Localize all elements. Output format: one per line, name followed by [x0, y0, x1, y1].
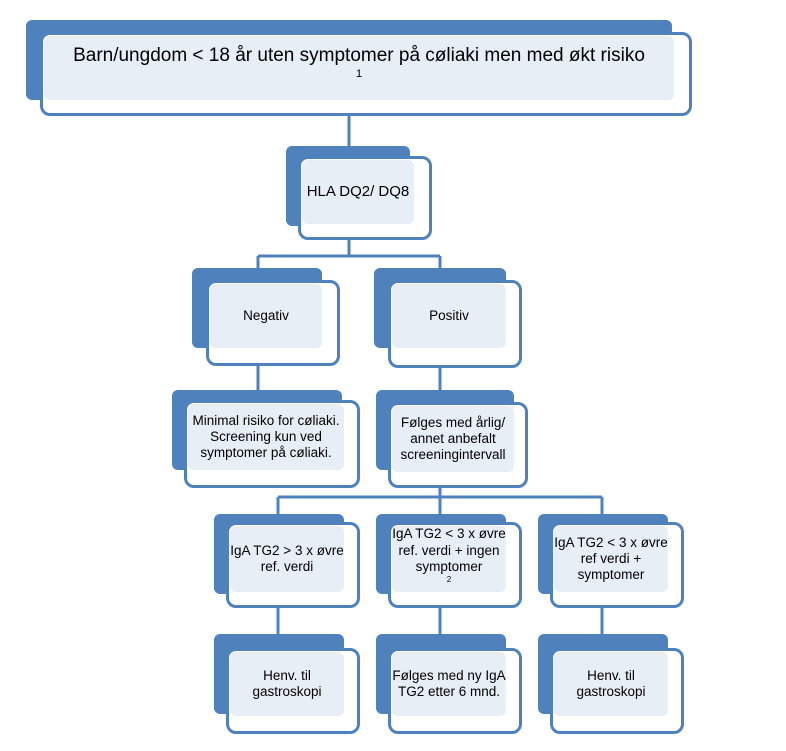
- positive-label: Positiv: [392, 284, 506, 348]
- referral-left-text: Henv. til gastroskopi: [252, 667, 322, 699]
- minimal-risk-label: Minimal risiko for cøliaki. Screening ku…: [188, 404, 344, 470]
- low-tg2-footnote: 2: [446, 574, 452, 584]
- referral-right-text: Henv. til gastroskopi: [576, 667, 646, 699]
- hla-text: HLA DQ2/ DQ8: [306, 183, 410, 200]
- follow-6mnd-label: Følges med ny IgA TG2 etter 6 mnd.: [392, 652, 506, 716]
- root-label: Barn/ungdom < 18 år uten symptomer på cø…: [44, 36, 674, 100]
- low-tg2-symptoms-text: IgA TG2 < 3 x øvre ref verdi + symptomer: [554, 534, 668, 583]
- referral-left-label: Henv. til gastroskopi: [230, 652, 344, 716]
- negative-text: Negativ: [243, 307, 289, 323]
- hla-label: HLA DQ2/ DQ8: [302, 160, 414, 224]
- follow-6mnd-text: Følges med ny IgA TG2 etter 6 mnd.: [392, 667, 506, 699]
- root-text: Barn/ungdom < 18 år uten symptomer på cø…: [73, 45, 645, 67]
- low-tg2-no-symptoms-label: IgA TG2 < 3 x øvre ref. verdi + ingen sy…: [392, 526, 506, 592]
- low-tg2-symptoms-label: IgA TG2 < 3 x øvre ref verdi + symptomer: [554, 526, 668, 592]
- minimal-risk-text: Minimal risiko for cøliaki. Screening ku…: [192, 412, 340, 461]
- follow-up-text: Følges med årlig/ annet anbefalt screeni…: [400, 414, 506, 463]
- root-footnote: 1: [355, 67, 363, 80]
- high-tg2-label: IgA TG2 > 3 x øvre ref. verdi: [230, 526, 344, 592]
- follow-up-label: Følges med årlig/ annet anbefalt screeni…: [392, 406, 514, 472]
- low-tg2-no-symptoms-text: IgA TG2 < 3 x øvre ref. verdi + ingen sy…: [392, 526, 506, 574]
- high-tg2-text: IgA TG2 > 3 x øvre ref. verdi: [230, 542, 344, 574]
- negative-label: Negativ: [210, 284, 322, 348]
- positive-text: Positiv: [429, 307, 469, 323]
- referral-right-label: Henv. til gastroskopi: [554, 652, 668, 716]
